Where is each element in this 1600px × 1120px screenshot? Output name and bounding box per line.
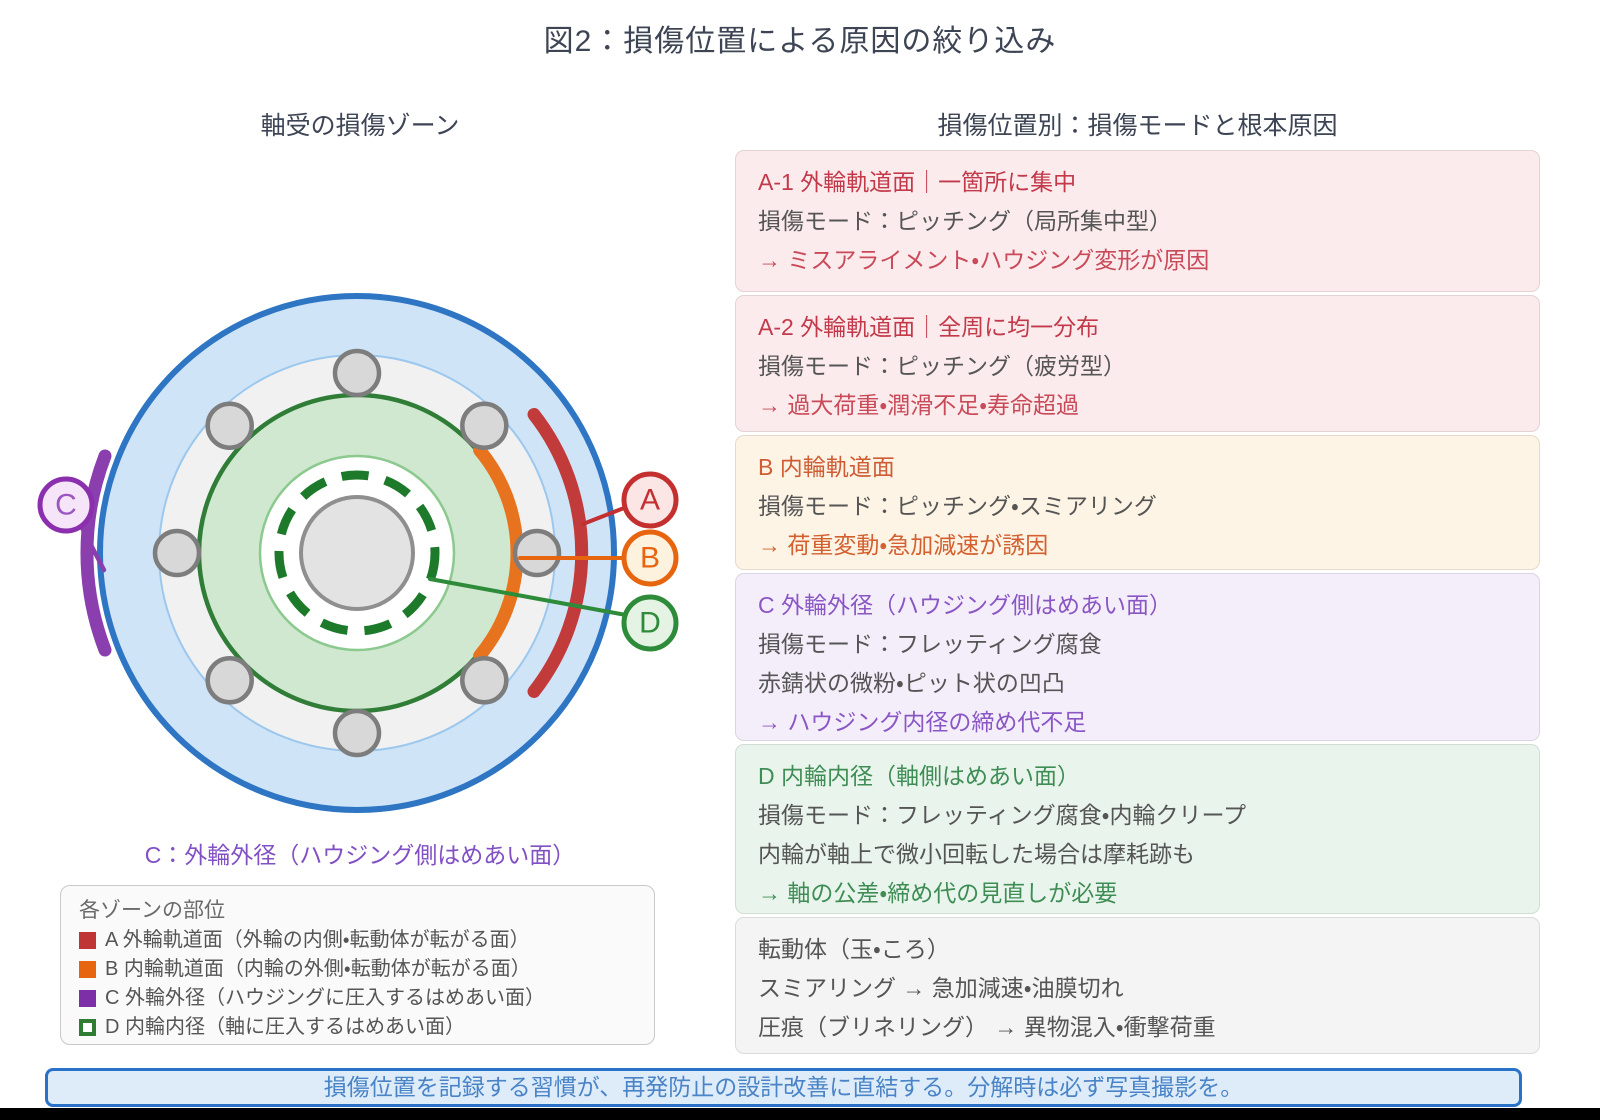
section-title: D 内輪内径（軸側はめあい面）: [758, 763, 1080, 789]
legend-label-d: D 内輪内径（軸に圧入するはめあい面）: [105, 1016, 465, 1038]
zone-a-letter: A: [640, 484, 660, 517]
section-a1-outer-raceway-local: A-1 外輪軌道面｜一箇所に集中 損傷モード：ピッチング（局所集中型） → ミス…: [735, 150, 1540, 292]
rolling-element: [512, 528, 562, 578]
section-mode: 損傷モード：フレッティング腐食: [758, 631, 1102, 657]
section-title: A-1 外輪軌道面｜一箇所に集中: [758, 169, 1077, 195]
section-cause: → ミスアライメント・ハウジング変形が原因: [758, 247, 1210, 273]
rolling-element: [460, 401, 509, 450]
section-mode: 損傷モード：フレッティング腐食・内輪クリープ: [758, 802, 1247, 828]
section-b-inner-raceway: B 内輪軌道面 損傷モード：ピッチング・スミアリング → 荷重変動・急加減速が誘…: [735, 435, 1540, 570]
zone-b-letter: B: [640, 542, 660, 575]
section-title: C 外輪外径（ハウジング側はめあい面）: [758, 592, 1172, 618]
right-subtitle: 損傷位置別：損傷モードと根本原因: [937, 112, 1338, 140]
rolling-element: [332, 708, 382, 758]
left-subtitle: 軸受の損傷ゾーン: [260, 112, 460, 140]
legend-item-b: B 内輪軌道面（内輪の外側・転動体が転がる面）: [79, 955, 636, 984]
zone-c-arc: [80, 449, 112, 657]
section-desc: 内輪が軸上で微小回転した場合は摩耗跡も: [758, 841, 1195, 867]
section-cause: → ハウジング内径の締め代不足: [758, 709, 1087, 735]
zone-c-letter: C: [55, 489, 77, 522]
legend-item-c: C 外輪外径（ハウジングに圧入するはめあい面）: [79, 984, 636, 1013]
zone-a-arc: [527, 408, 589, 698]
zone-legend: 各ゾーンの部位 A 外輪軌道面（外輪の内側・転動体が転がる面） B 内輪軌道面（…: [60, 885, 655, 1045]
rolling-element: [152, 528, 202, 578]
legend-swatch-a-icon: [79, 932, 96, 949]
rolling-element: [332, 348, 382, 398]
bottom-note-banner: 損傷位置を記録する習慣が、再発防止の設計改善に直結する。分解時は必ず写真撮影を。: [45, 1068, 1522, 1107]
rolling-element: [205, 656, 254, 705]
section-cause: → 荷重変動・急加減速が誘因: [758, 532, 1049, 558]
shaft: [299, 495, 415, 611]
damage-mode-panel: A-1 外輪軌道面｜一箇所に集中 損傷モード：ピッチング（局所集中型） → ミス…: [735, 150, 1540, 1057]
bearing-diagram: A B D C: [37, 293, 679, 813]
section-title: A-2 外輪軌道面｜全周に均一分布: [758, 314, 1100, 340]
rolling-element: [205, 401, 254, 450]
section-desc: 圧痕（ブリネリング） → 異物混入・衝撃荷重: [758, 1014, 1216, 1040]
legend-swatch-c-icon: [79, 990, 96, 1007]
legend-label-a: A 外輪軌道面（外輪の内側・転動体が転がる面）: [105, 929, 530, 951]
rolling-elements: [152, 348, 562, 758]
zone-b-bubble: [621, 529, 679, 587]
legend-label-b: B 内輪軌道面（内輪の外側・転動体が転がる面）: [105, 958, 531, 980]
section-cause: → 過大荷重・潤滑不足・寿命超過: [758, 392, 1080, 418]
section-a2-outer-raceway-uniform: A-2 外輪軌道面｜全周に均一分布 損傷モード：ピッチング（疲労型） → 過大荷…: [735, 295, 1540, 432]
leader-d: [428, 577, 628, 617]
section-title: 転動体（玉・ころ）: [758, 936, 950, 962]
rolling-element: [460, 656, 509, 705]
section-title: B 内輪軌道面: [758, 454, 895, 480]
bottom-edge-strip: [0, 1108, 1600, 1120]
section-rolling-elements: 転動体（玉・ころ） スミアリング → 急加減速・油膜切れ 圧痕（ブリネリング） …: [735, 917, 1540, 1054]
section-mode: 損傷モード：ピッチング（疲労型）: [758, 353, 1126, 379]
section-cause: → 軸の公差・締め代の見直しが必要: [758, 880, 1118, 906]
legend-swatch-b-icon: [79, 961, 96, 978]
legend-item-d: D 内輪内径（軸に圧入するはめあい面）: [79, 1013, 636, 1042]
section-desc: 赤錆状の微粉・ピット状の凹凸: [758, 670, 1065, 696]
zone-c-bubble: [37, 476, 95, 534]
figure-title: 図2：損傷位置による原因の絞り込み: [543, 25, 1057, 58]
leader-a: [581, 506, 626, 526]
zone-label-bubbles: A B D C: [37, 471, 679, 652]
zone-d-letter: D: [639, 607, 661, 640]
section-mode: 損傷モード：ピッチング（局所集中型）: [758, 208, 1172, 234]
legend-title: 各ゾーンの部位: [79, 899, 225, 922]
zone-c-caption: C：外輪外径（ハウジング側はめあい面）: [144, 842, 576, 868]
section-d-inner-bore: D 内輪内径（軸側はめあい面） 損傷モード：フレッティング腐食・内輪クリープ 内…: [735, 744, 1540, 914]
zone-d-bubble: [621, 594, 679, 652]
zone-a-bubble: [621, 471, 679, 529]
legend-label-c: C 外輪外径（ハウジングに圧入するはめあい面）: [105, 987, 545, 1009]
section-c-outer-diameter: C 外輪外径（ハウジング側はめあい面） 損傷モード：フレッティング腐食 赤錆状の…: [735, 573, 1540, 741]
section-mode: 損傷モード：ピッチング・スミアリング: [758, 493, 1157, 519]
legend-swatch-d-icon: [79, 1019, 96, 1036]
section-mode: スミアリング → 急加減速・油膜切れ: [758, 975, 1124, 1001]
legend-item-a: A 外輪軌道面（外輪の内側・転動体が転がる面）: [79, 926, 636, 955]
bore-dashed-circle-zone-d: [274, 470, 440, 636]
